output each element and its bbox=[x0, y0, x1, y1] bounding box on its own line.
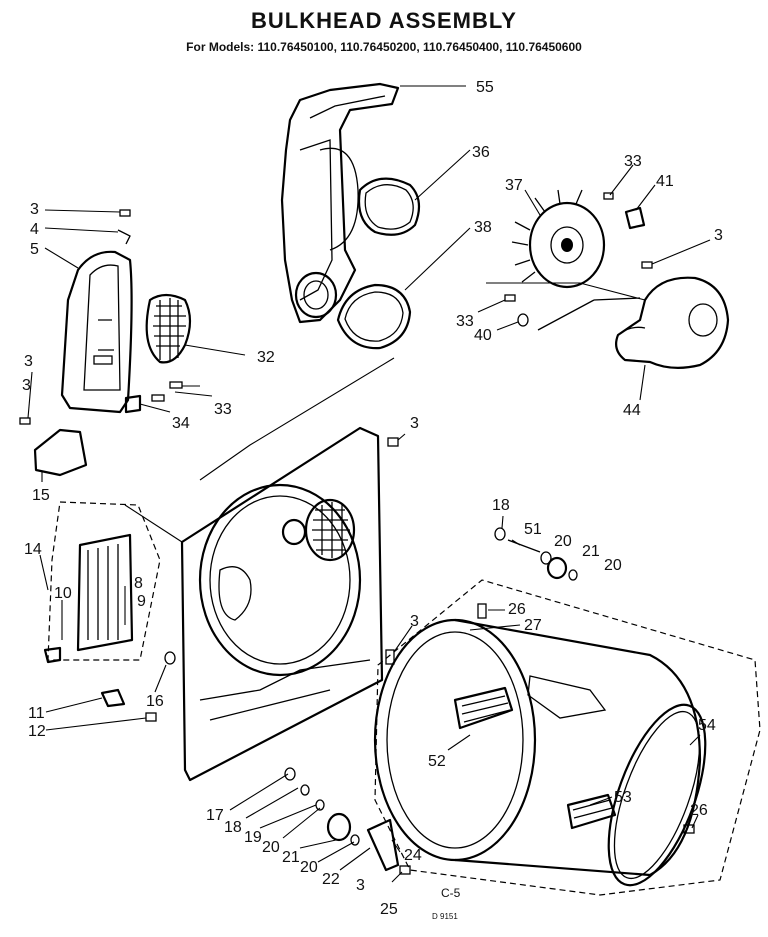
part-16 bbox=[164, 651, 176, 665]
screw-3-top bbox=[119, 209, 131, 217]
callout-8: 8 bbox=[134, 575, 143, 592]
callout-21: 21 bbox=[582, 543, 600, 560]
callout-12: 12 bbox=[28, 723, 46, 740]
callout-14: 14 bbox=[24, 541, 42, 558]
callout-37: 37 bbox=[505, 177, 523, 194]
washer-18-bottom bbox=[284, 767, 296, 781]
drum-seal-54 bbox=[607, 703, 707, 887]
screw-3-panel-b bbox=[385, 649, 395, 665]
screw-26-ring bbox=[683, 824, 695, 834]
callout-38: 38 bbox=[474, 219, 492, 236]
clip-34 bbox=[124, 394, 142, 414]
callout-36: 36 bbox=[472, 144, 490, 161]
callout-32: 32 bbox=[257, 349, 275, 366]
shaft-22 bbox=[366, 818, 400, 872]
screw-25 bbox=[399, 865, 411, 875]
callout-33: 33 bbox=[624, 153, 642, 170]
roller-21-bottom bbox=[326, 812, 352, 842]
callout-3: 3 bbox=[410, 415, 419, 432]
callout-40: 40 bbox=[474, 327, 492, 344]
callout-3: 3 bbox=[22, 377, 31, 394]
washer-20-bottom-b bbox=[350, 834, 360, 846]
callout-15: 15 bbox=[32, 487, 50, 504]
bulkhead-panel-17 bbox=[180, 426, 384, 782]
drum-dashed-outline bbox=[374, 579, 761, 896]
callout-20: 20 bbox=[300, 859, 318, 876]
callout-24: 24 bbox=[404, 847, 422, 864]
drawing-code: D 9151 bbox=[432, 912, 458, 921]
callout-27: 27 bbox=[524, 617, 542, 634]
callout-9: 9 bbox=[137, 593, 146, 610]
callout-3: 3 bbox=[714, 227, 723, 244]
roller-21-right bbox=[546, 556, 568, 580]
screw-33-left-b bbox=[151, 394, 165, 402]
screw-3-bracket bbox=[19, 417, 31, 425]
callout-3: 3 bbox=[356, 877, 365, 894]
callout-26: 26 bbox=[690, 802, 708, 819]
callout-33: 33 bbox=[456, 313, 474, 330]
panel-link-line bbox=[124, 504, 183, 543]
callout-3: 3 bbox=[410, 613, 419, 630]
callout-51: 51 bbox=[524, 521, 542, 538]
callout-54: 54 bbox=[698, 717, 716, 734]
sheet-number: C-5 bbox=[441, 886, 461, 900]
callout-26: 26 bbox=[508, 601, 526, 618]
callout-16: 16 bbox=[146, 693, 164, 710]
blower-wheel-37 bbox=[511, 189, 606, 289]
screw-26-drum bbox=[477, 603, 487, 619]
callout-4: 4 bbox=[30, 221, 39, 238]
callout-17: 17 bbox=[206, 807, 224, 824]
callout-33: 33 bbox=[214, 401, 232, 418]
part-11 bbox=[100, 688, 126, 708]
callout-41: 41 bbox=[656, 173, 674, 190]
diagram-title: BULKHEAD ASSEMBLY bbox=[251, 8, 517, 33]
callout-52: 52 bbox=[428, 753, 446, 770]
callout-20: 20 bbox=[554, 533, 572, 550]
callout-10: 10 bbox=[54, 585, 72, 602]
screw-33-left bbox=[169, 381, 183, 389]
callout-21: 21 bbox=[282, 849, 300, 866]
callout-34: 34 bbox=[172, 415, 190, 432]
duct-seal-36 bbox=[357, 177, 421, 236]
callout-18: 18 bbox=[224, 819, 242, 836]
callout-25: 25 bbox=[380, 901, 398, 918]
blower-housing-44 bbox=[537, 276, 730, 369]
part-12 bbox=[145, 712, 157, 722]
heater-element-14 bbox=[43, 533, 134, 664]
washer-20-right-b bbox=[568, 569, 578, 581]
callout-11: 11 bbox=[28, 705, 45, 722]
front-panel-5 bbox=[60, 250, 133, 414]
duct-seal-38 bbox=[336, 283, 412, 350]
models-subtitle: For Models: 110.76450100, 110.76450200, … bbox=[186, 40, 582, 54]
callout-53: 53 bbox=[614, 789, 632, 806]
callout-3: 3 bbox=[24, 353, 33, 370]
clip-4 bbox=[117, 229, 131, 245]
callout-3: 3 bbox=[30, 201, 39, 218]
callout-5: 5 bbox=[30, 241, 39, 258]
callout-20: 20 bbox=[604, 557, 622, 574]
drum-seal-54-inner bbox=[613, 710, 701, 880]
shaft-19 bbox=[300, 784, 310, 796]
callout-19: 19 bbox=[244, 829, 262, 846]
callout-44: 44 bbox=[623, 402, 641, 419]
hardware-top-right bbox=[504, 192, 653, 327]
screw-3-panel bbox=[387, 437, 399, 447]
callout-20: 20 bbox=[262, 839, 280, 856]
shaft-51 bbox=[507, 539, 541, 553]
heater-box-outline bbox=[47, 501, 161, 661]
washer-18-right bbox=[494, 527, 506, 541]
washer-20-right bbox=[540, 551, 552, 565]
callout-18: 18 bbox=[492, 497, 510, 514]
duct-link-line bbox=[199, 357, 395, 481]
lint-screen-32 bbox=[145, 293, 192, 364]
callout-labels: 55 36 33 41 37 38 3 33 40 44 3 4 5 32 3 … bbox=[22, 79, 723, 918]
drum-27 bbox=[373, 618, 702, 877]
callout-55: 55 bbox=[476, 79, 494, 96]
callout-22: 22 bbox=[322, 871, 340, 888]
exhaust-duct-part bbox=[280, 82, 400, 324]
leader-lines bbox=[27, 85, 711, 883]
bracket-15 bbox=[33, 428, 88, 477]
